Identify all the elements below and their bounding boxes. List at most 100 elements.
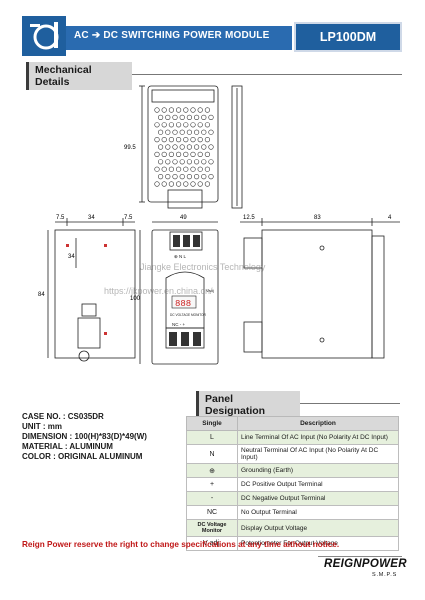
display-digits: 888 xyxy=(175,299,191,309)
table-row: NC No Output Terminal xyxy=(186,505,399,520)
spec-case: CASE NO. : CS035DR xyxy=(22,412,104,421)
case-specs: CASE NO. : CS035DR UNIT : mm DIMENSION :… xyxy=(22,412,147,462)
vent-hole xyxy=(176,136,182,143)
header-title: AC ➔ DC SWITCHING POWER MODULE xyxy=(74,30,270,41)
vent-hole xyxy=(186,144,192,150)
vent-hole xyxy=(179,129,185,135)
vent-hole xyxy=(172,144,178,150)
vent-hole xyxy=(154,181,160,187)
row-description: Potentiometer For Output Voltage xyxy=(237,536,399,551)
dim-left-w2: 34 xyxy=(88,215,95,221)
vent-hole xyxy=(183,181,189,187)
vent-hole xyxy=(201,114,207,121)
header-bar xyxy=(66,26,292,50)
vent-hole xyxy=(183,107,189,113)
panel-designation-table: Single Description L Line Terminal Of AC… xyxy=(186,416,399,551)
dim-left-w3: 7.5 xyxy=(124,215,133,221)
table-row: L Line Terminal Of AC Input (No Polarity… xyxy=(186,430,399,445)
row-symbol: L xyxy=(186,430,238,445)
series-badge: LP100DM SERIES xyxy=(294,22,402,70)
row-symbol: NC xyxy=(186,505,238,520)
vent-hole xyxy=(176,122,182,128)
vent-hole xyxy=(197,166,203,172)
dim-side-right: 4 xyxy=(388,215,392,221)
vent-hole xyxy=(183,166,189,172)
vent-hole xyxy=(172,159,178,165)
vent-hole xyxy=(204,181,210,187)
row-description: Neutral Terminal Of AC Input (No Polarit… xyxy=(237,444,399,464)
spec-dimension: DIMENSION : 100(H)*83(D)*49(W) xyxy=(22,432,147,441)
vent-hole xyxy=(161,181,167,187)
vent-hole xyxy=(204,136,210,143)
vent-hole xyxy=(186,173,192,180)
row-symbol: DC Voltage Monitor xyxy=(186,519,238,537)
vent-hole xyxy=(165,114,171,121)
panel-divider xyxy=(300,403,400,404)
vent-hole xyxy=(197,136,203,143)
vent-hole xyxy=(197,107,203,113)
vent-hole xyxy=(183,136,189,143)
vent-hole xyxy=(201,173,207,180)
vent-hole xyxy=(172,173,178,180)
dim-front-width: 49 xyxy=(180,215,187,221)
vent-hole xyxy=(183,151,189,157)
spec-material: MATERIAL : ALUMINUM xyxy=(22,442,113,451)
vent-hole xyxy=(208,159,214,165)
col-description: Description xyxy=(237,416,399,431)
vent-hole xyxy=(168,136,174,143)
vent-hole xyxy=(168,122,174,128)
dim-top-height: 99.5 xyxy=(124,145,136,151)
vent-hole xyxy=(197,181,203,187)
row-description: Line Terminal Of AC Input (No Polarity A… xyxy=(237,430,399,445)
row-description: No Output Terminal xyxy=(237,505,399,520)
vent-hole xyxy=(158,159,164,165)
dim-left-w1: 7.5 xyxy=(56,215,65,221)
mechanical-drawing: 99.5 7.5 34 7.5 34 84 888 DC VOLTAGE MON… xyxy=(38,85,400,365)
vent-hole xyxy=(172,114,178,121)
vent-hole xyxy=(204,107,210,113)
adj-label: Vadj xyxy=(206,288,214,293)
row-symbol: + xyxy=(186,477,238,492)
vent-hole xyxy=(183,122,189,128)
vent-hole xyxy=(194,129,200,135)
vent-hole xyxy=(179,159,185,165)
vent-hole xyxy=(168,166,174,172)
col-single: Single xyxy=(186,416,238,431)
table-row: V adj. Potentiometer For Output Voltage xyxy=(186,536,399,551)
vent-hole xyxy=(168,181,174,187)
vent-hole xyxy=(186,129,192,135)
vent-hole xyxy=(204,151,210,157)
row-description: DC Positive Output Terminal xyxy=(237,477,399,492)
vent-hole xyxy=(179,114,185,121)
row-description: Display Output Voltage xyxy=(237,519,399,537)
vent-hole xyxy=(201,144,207,150)
vent-hole xyxy=(197,151,203,157)
vent-hole xyxy=(161,107,167,113)
terminal-bottom-label: NC - + xyxy=(172,322,185,327)
vent-hole xyxy=(204,166,210,172)
vent-hole xyxy=(201,129,207,135)
vent-hole xyxy=(186,114,192,121)
vent-hole xyxy=(176,107,182,113)
vent-hole xyxy=(208,114,214,121)
vent-hole xyxy=(161,136,167,143)
terminal-top-label: ⊕ N L xyxy=(174,254,187,259)
table-row: - DC Negative Output Terminal xyxy=(186,491,399,506)
vent-hole xyxy=(208,173,214,180)
brand-divider xyxy=(318,556,402,581)
vent-hole xyxy=(165,173,171,180)
vent-hole xyxy=(179,144,185,150)
panel-designation-heading: Panel Designation xyxy=(196,391,300,419)
vent-hole xyxy=(194,173,200,180)
vent-hole xyxy=(190,181,196,187)
watermark-line-1: Jiangke Electronics Technology xyxy=(140,262,266,272)
row-symbol: - xyxy=(186,491,238,506)
table-row: DC Voltage Monitor Display Output Voltag… xyxy=(186,519,399,537)
vent-hole xyxy=(190,151,196,157)
vent-hole xyxy=(165,159,171,165)
table-row: + DC Positive Output Terminal xyxy=(186,477,399,492)
company-logo xyxy=(22,16,66,56)
vent-hole xyxy=(190,136,196,143)
row-description: Grounding (Earth) xyxy=(237,463,399,478)
vent-hole xyxy=(194,144,200,150)
